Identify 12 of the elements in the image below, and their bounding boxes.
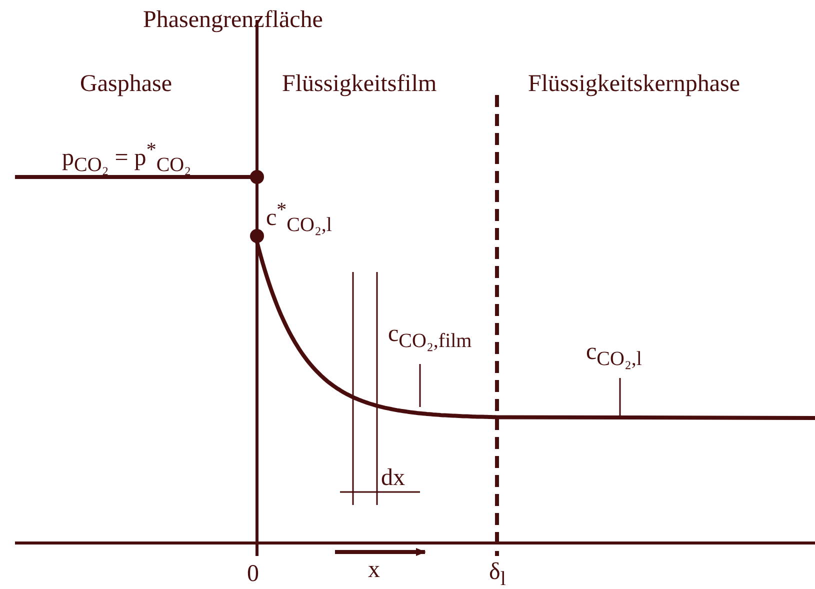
phase-label: Gasphase xyxy=(80,72,172,96)
axis-tick-label: δ$_{l}$ xyxy=(489,560,506,589)
leader-line xyxy=(619,378,621,417)
axis-label: x xyxy=(368,558,380,582)
phase-label: Flüssigkeitsfilm xyxy=(282,72,437,96)
dimension-label: dx xyxy=(381,466,405,490)
phase-label: Flüssigkeitskernphase xyxy=(528,72,740,96)
interface-title: Phasengrenzfläche xyxy=(143,8,323,32)
leader-line xyxy=(419,364,421,407)
axis-tick-label: 0 xyxy=(247,562,259,586)
concentration-label: c$_{CO₂,l}$ xyxy=(586,340,642,369)
concentration-label: c$_{CO₂,film}$ xyxy=(388,322,472,351)
